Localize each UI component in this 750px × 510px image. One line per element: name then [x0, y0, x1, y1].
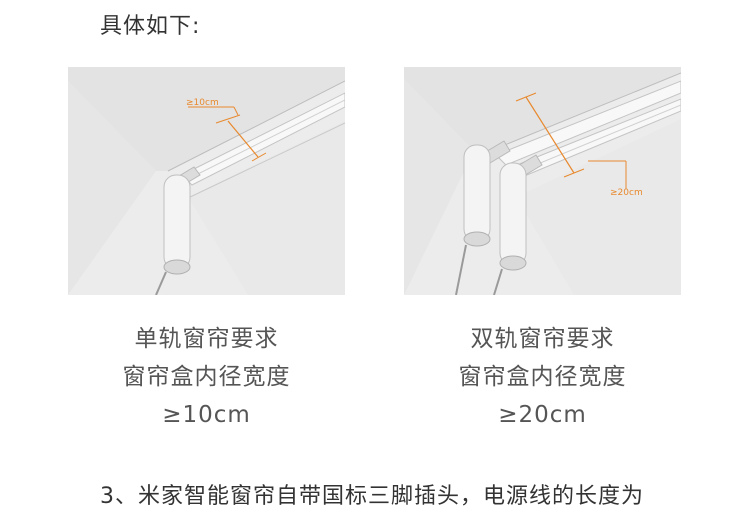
power-cord-note: 3、米家智能窗帘自带国标三脚插头，电源线的长度为	[100, 484, 644, 509]
dimension-label: ≥10cm	[186, 98, 219, 108]
dimension-label: ≥20cm	[610, 188, 643, 198]
single-rail-caption: 单轨窗帘要求 窗帘盒内径宽度 ≥10cm	[68, 320, 345, 434]
curtain-motor-illustration	[155, 174, 191, 295]
caption-line: 窗帘盒内径宽度	[458, 364, 627, 390]
caption-line: 窗帘盒内径宽度	[122, 364, 291, 390]
caption-line: ≥10cm	[162, 402, 251, 428]
caption-line: 双轨窗帘要求	[470, 326, 615, 352]
caption-line: 单轨窗帘要求	[134, 326, 279, 352]
double-rail-caption: 双轨窗帘要求 窗帘盒内径宽度 ≥20cm	[404, 320, 681, 434]
section-heading: 具体如下:	[100, 14, 201, 39]
curtain-motor-illustration	[455, 140, 511, 295]
single-rail-illustration: ≥10cm	[68, 67, 345, 295]
curtain-motor-illustration	[493, 154, 543, 295]
double-rail-illustration: ≥20cm	[404, 67, 681, 295]
caption-line: ≥20cm	[498, 402, 587, 428]
